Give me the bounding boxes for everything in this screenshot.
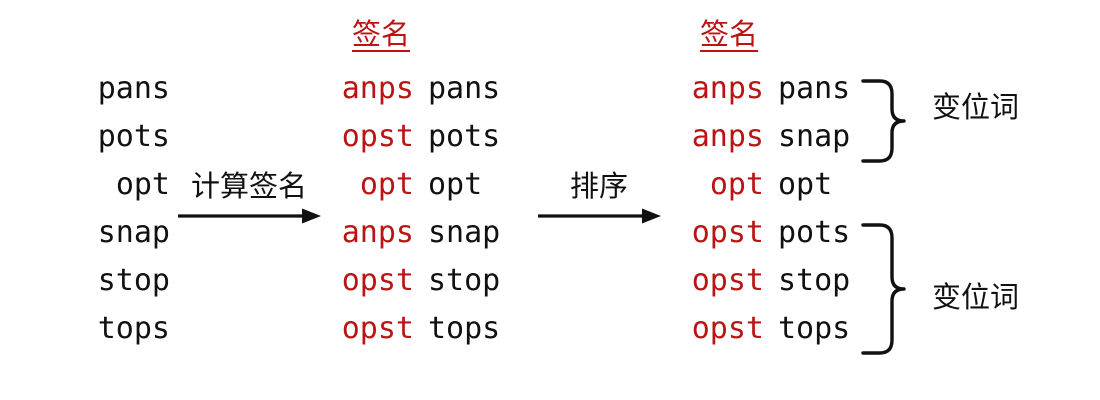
word-text: snap — [428, 215, 501, 250]
list-item: snap — [40, 218, 170, 266]
anagram-group-brace — [861, 79, 906, 163]
signature-text: opt — [709, 167, 764, 202]
list-item: pans — [40, 74, 170, 122]
word-text: tops — [778, 311, 851, 346]
compute-signature-arrow-label: 计算签名 — [190, 169, 307, 203]
signature-text: opst — [341, 263, 414, 298]
sorted-signature-column: anps pans anps snap opt opt opst pots op… — [680, 74, 890, 362]
list-item: opst stop — [330, 266, 540, 314]
list-item: tops — [40, 314, 170, 362]
word-text: tops — [97, 311, 170, 346]
word-text: pots — [428, 119, 501, 154]
word-list-column: pans pots opt snap stop tops — [40, 74, 170, 362]
list-item: opst pots — [680, 218, 890, 266]
signature-column: anps pans opst pots opt opt anps snap op… — [330, 74, 540, 362]
word-text: opt — [115, 167, 170, 202]
word-text: stop — [428, 263, 501, 298]
list-item: stop — [40, 266, 170, 314]
word-text: pans — [778, 71, 851, 106]
word-text: snap — [97, 215, 170, 250]
word-text: pots — [778, 215, 851, 250]
signature-text: opst — [691, 215, 764, 250]
list-item: pots — [40, 122, 170, 170]
arrow-right-icon — [538, 208, 661, 224]
signature-text: anps — [341, 215, 414, 250]
signature-text: anps — [691, 119, 764, 154]
list-item: anps pans — [330, 74, 540, 122]
anagram-group-label: 变位词 — [932, 90, 1020, 124]
word-text: stop — [778, 263, 851, 298]
word-text: stop — [97, 263, 170, 298]
list-item: opt opt — [680, 170, 890, 218]
signature-text: opst — [341, 311, 414, 346]
sort-arrow-label: 排序 — [569, 169, 628, 203]
arrow-right-icon — [178, 208, 321, 224]
word-text: pans — [428, 71, 501, 106]
word-text: opt — [428, 167, 483, 202]
compute-signature-arrow: 计算签名 — [176, 172, 322, 225]
list-item: opst tops — [330, 314, 540, 362]
signature-text: opt — [359, 167, 414, 202]
list-item: opst pots — [330, 122, 540, 170]
sort-arrow: 排序 — [536, 172, 662, 225]
anagram-group-brace — [861, 223, 906, 355]
signature-text: opst — [691, 263, 764, 298]
list-item: anps snap — [330, 218, 540, 266]
sorted-signature-column-header: 签名 — [700, 17, 759, 52]
anagram-group-label: 变位词 — [932, 280, 1020, 314]
word-text: pots — [97, 119, 170, 154]
list-item: opst tops — [680, 314, 890, 362]
signature-text: anps — [341, 71, 414, 106]
word-text: pans — [97, 71, 170, 106]
list-item: anps snap — [680, 122, 890, 170]
signature-text: anps — [691, 71, 764, 106]
word-text: opt — [778, 167, 833, 202]
list-item: anps pans — [680, 74, 890, 122]
word-text: snap — [778, 119, 851, 154]
signature-text: opst — [341, 119, 414, 154]
signature-column-header: 签名 — [352, 17, 411, 52]
list-item: opt opt — [330, 170, 540, 218]
signature-text: opst — [691, 311, 764, 346]
list-item: opt — [40, 170, 170, 218]
list-item: opst stop — [680, 266, 890, 314]
word-text: tops — [428, 311, 501, 346]
